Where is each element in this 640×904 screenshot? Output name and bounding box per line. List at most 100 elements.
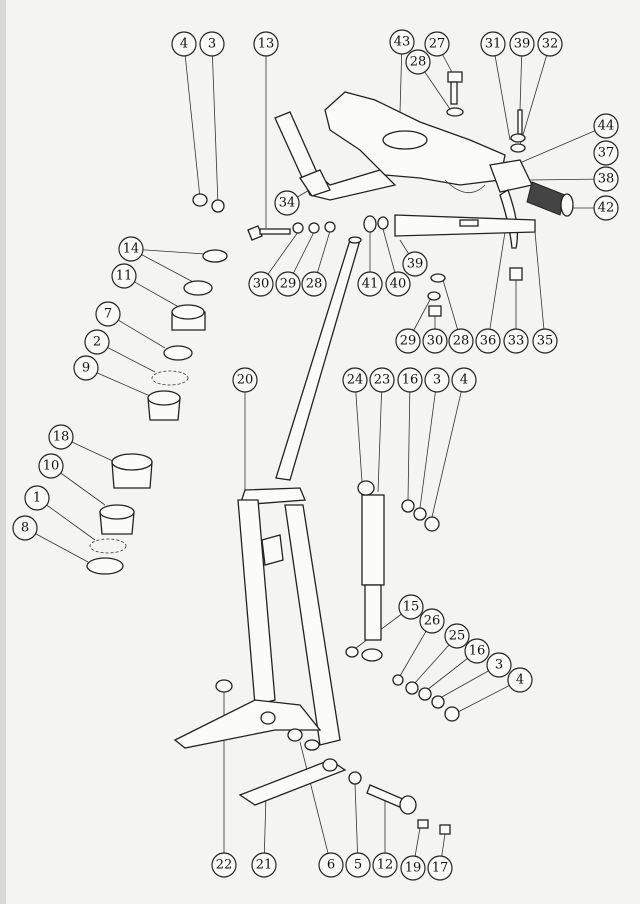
callout-28: 28	[405, 49, 431, 75]
callout-number: 21	[256, 858, 273, 873]
callout-24: 24	[342, 367, 368, 393]
callout-5: 5	[345, 852, 371, 878]
leader-line	[431, 379, 465, 518]
callout-circle	[402, 251, 428, 277]
callout-3: 3	[424, 367, 450, 393]
callout-number: 36	[480, 334, 497, 349]
callout-number: 43	[394, 35, 411, 50]
callout-43: 43	[389, 29, 415, 55]
callout-9: 9	[73, 355, 99, 381]
head-bearing-stack	[86, 249, 228, 575]
shock-absorber-part	[345, 480, 460, 722]
callout-12: 12	[372, 852, 398, 878]
callout-16: 16	[464, 638, 490, 664]
callout-33: 33	[503, 328, 529, 354]
callout-circle	[448, 328, 474, 354]
callout-circle	[275, 271, 301, 297]
small-hardware	[192, 71, 526, 317]
callout-8: 8	[12, 515, 38, 541]
callout-circle	[397, 367, 423, 393]
callout-number: 42	[598, 201, 615, 216]
callout-3: 3	[199, 31, 225, 57]
callout-number: 28	[410, 55, 427, 70]
leader-line	[529, 178, 607, 181]
callout-circle	[395, 328, 421, 354]
callout-42: 42	[593, 195, 619, 221]
callout-18: 18	[48, 424, 74, 450]
callout-35: 35	[532, 328, 558, 354]
callout-38: 38	[593, 166, 619, 192]
callout-16: 16	[397, 367, 423, 393]
callout-32: 32	[537, 31, 563, 57]
callout-circle	[593, 195, 619, 221]
callout-14: 14	[118, 236, 144, 262]
callout-20: 20	[232, 367, 258, 393]
callout-26: 26	[419, 608, 445, 634]
callout-number: 9	[82, 361, 90, 376]
callout-circle	[444, 623, 470, 649]
callout-23: 23	[369, 367, 395, 393]
callout-circle	[475, 328, 501, 354]
callout-circle	[274, 190, 300, 216]
callout-25: 25	[444, 623, 470, 649]
callout-circle	[171, 31, 197, 57]
callout-30: 30	[422, 328, 448, 354]
callout-11: 11	[111, 263, 137, 289]
callout-circle	[451, 367, 477, 393]
callout-number: 40	[390, 277, 407, 292]
callout-circle	[118, 236, 144, 262]
callout-number: 22	[216, 858, 233, 873]
callout-number: 28	[453, 334, 470, 349]
callout-34: 34	[274, 190, 300, 216]
callout-circle	[480, 31, 506, 57]
leader-line	[377, 379, 383, 493]
callout-circle	[232, 367, 258, 393]
callout-circle	[419, 608, 445, 634]
callout-circle	[248, 271, 274, 297]
callout-39: 39	[402, 251, 428, 277]
callout-1: 1	[24, 485, 50, 511]
callout-27: 27	[424, 31, 450, 57]
leader-line	[354, 379, 363, 483]
callout-circle	[84, 329, 110, 355]
callout-4: 4	[171, 31, 197, 57]
callout-circle	[405, 49, 431, 75]
callout-number: 39	[514, 37, 531, 52]
callout-41: 41	[357, 271, 383, 297]
callout-circle	[111, 263, 137, 289]
callout-4: 4	[507, 667, 533, 693]
callout-number: 41	[362, 277, 379, 292]
callout-number: 29	[400, 334, 417, 349]
leader-line	[514, 125, 607, 166]
callout-3: 3	[486, 652, 512, 678]
callout-28: 28	[301, 271, 327, 297]
steering-stem-part	[275, 236, 362, 481]
scan-edge	[0, 0, 6, 904]
leader-line	[534, 231, 546, 342]
callout-circle	[398, 594, 424, 620]
callout-circle	[509, 31, 535, 57]
callout-number: 1	[33, 491, 41, 506]
callout-circle	[507, 667, 533, 693]
callout-29: 29	[275, 271, 301, 297]
callout-circle	[593, 140, 619, 166]
callout-circle	[199, 31, 225, 57]
callout-circle	[95, 301, 121, 327]
callout-number: 31	[485, 37, 502, 52]
leader-line	[407, 379, 411, 501]
callout-13: 13	[253, 31, 279, 57]
callout-number: 13	[258, 37, 275, 52]
callout-circle	[593, 166, 619, 192]
callout-number: 18	[53, 430, 70, 445]
callout-19: 19	[400, 855, 426, 881]
callout-number: 3	[433, 373, 441, 388]
callout-number: 16	[402, 373, 419, 388]
leader-line	[211, 43, 219, 206]
callout-number: 29	[280, 277, 297, 292]
callout-10: 10	[38, 453, 64, 479]
callout-circle	[503, 328, 529, 354]
callout-circle	[424, 367, 450, 393]
callout-number: 3	[208, 37, 216, 52]
